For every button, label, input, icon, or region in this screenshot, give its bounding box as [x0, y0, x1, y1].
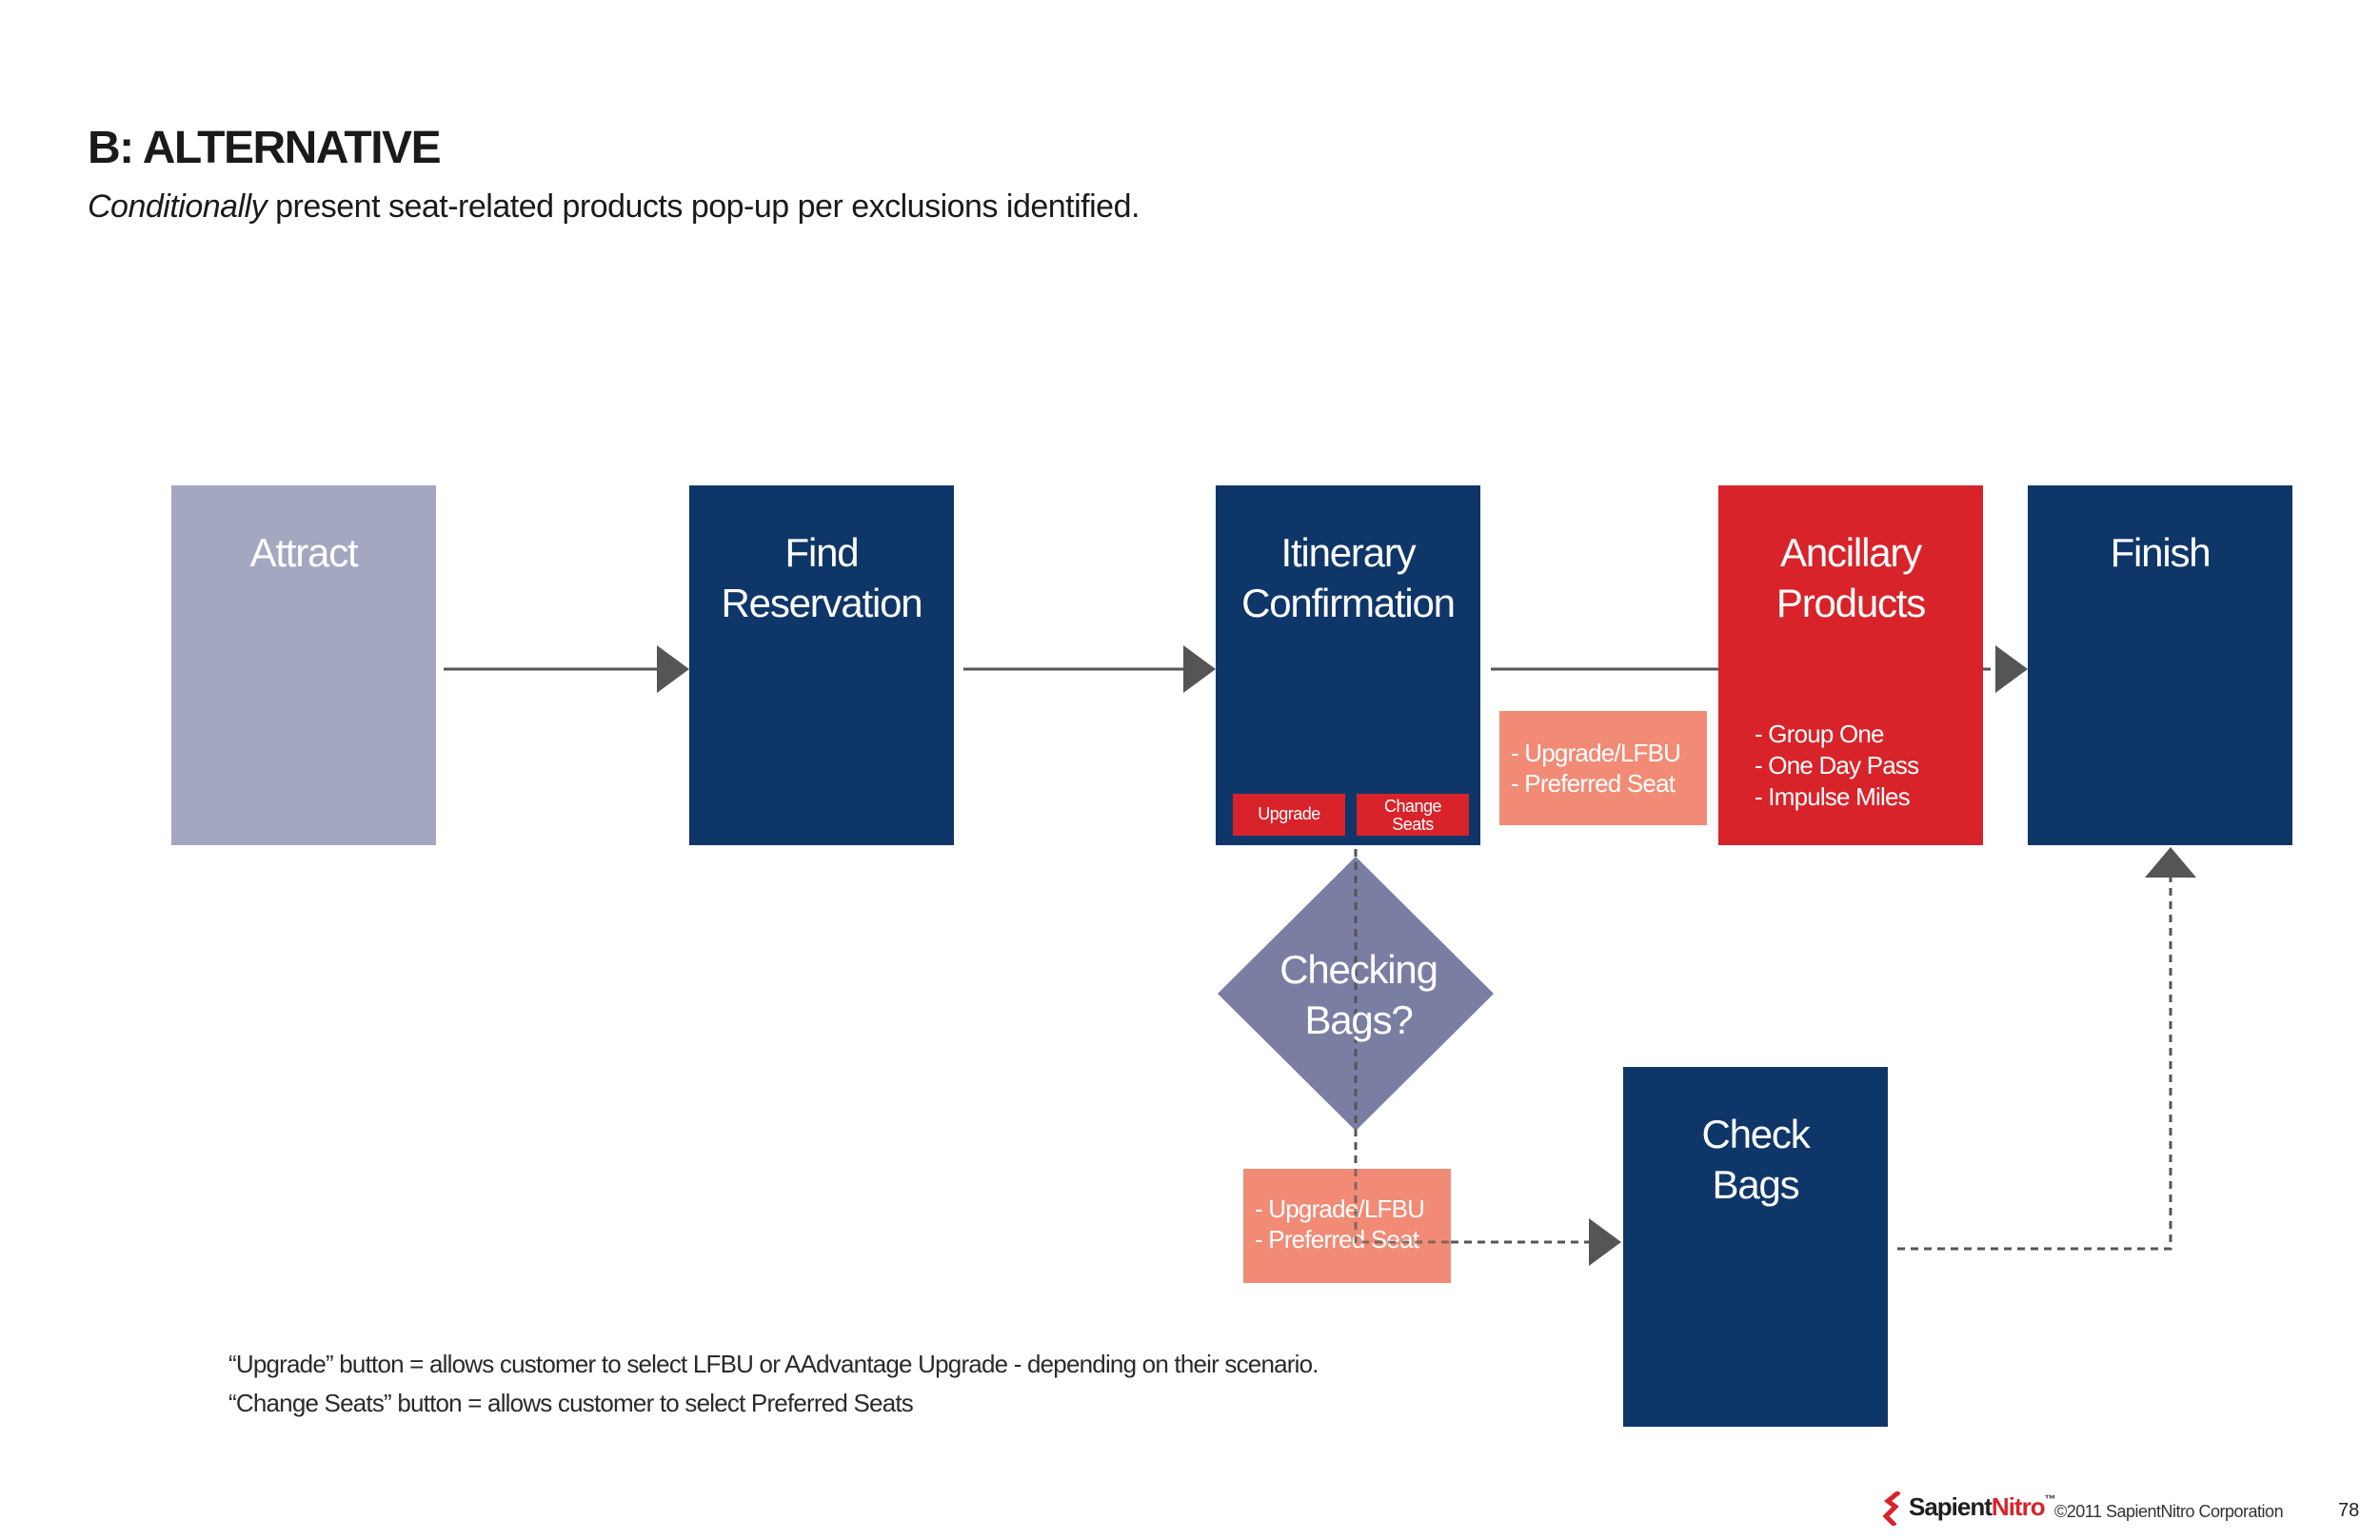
step-checkbags-label-2: Bags [1712, 1162, 1800, 1207]
step-ancillary-products: Ancillary Products - Group One - One Day… [1718, 485, 1983, 845]
page-number: 78 [2338, 1500, 2360, 1521]
subtitle-emphasis: Conditionally [88, 188, 268, 225]
sapientnitro-logo-icon [1882, 1491, 1901, 1526]
arrowhead-find [657, 645, 689, 693]
footer-logo: SapientNitro™ [1909, 1492, 2056, 1522]
popup-item: - Upgrade/LFBU [1511, 739, 1681, 767]
footnotes: “Upgrade” button = allows customer to se… [228, 1345, 1319, 1423]
ancillary-item: - One Day Pass [1755, 751, 1919, 780]
step-attract-label: Attract [249, 530, 359, 575]
step-itinerary-label-2: Confirmation [1241, 581, 1456, 625]
subtitle-text: present seat-related products pop-up per… [267, 188, 1140, 225]
footer-copyright: ©2011 SapientNitro Corporation [2054, 1502, 2284, 1521]
step-check-bags: Check Bags [1623, 1067, 1888, 1427]
step-itinerary-confirmation: Itinerary Confirmation [1216, 485, 1480, 845]
step-ancillary-label-1: Ancillary [1780, 530, 1922, 575]
logo-trademark: ™ [2044, 1492, 2056, 1506]
footnote-change-seats: “Change Seats” button = allows customer … [228, 1389, 914, 1417]
decision-label: Checking Bags? [1216, 944, 1501, 1045]
seat-products-popup-top: - Upgrade/LFBU - Preferred Seat [1499, 711, 1707, 825]
arrowhead-itinerary [1183, 645, 1216, 693]
step-ancillary-label-2: Products [1775, 581, 1926, 625]
step-finish-label: Finish [2110, 530, 2211, 575]
logo-nitro: Nitro [1991, 1492, 2046, 1521]
step-finish: Finish [2028, 485, 2292, 845]
change-seats-button[interactable]: Change Seats [1357, 794, 1469, 836]
step-find-label-2: Reservation [721, 581, 923, 625]
logo-sapient: Sapient [1909, 1492, 1993, 1521]
decision-label-2: Bags? [1304, 997, 1413, 1042]
popup-item: - Upgrade/LFBU [1255, 1194, 1425, 1223]
change-seats-label-2: Seats [1392, 815, 1434, 834]
ancillary-items-list: - Group One - One Day Pass - Impulse Mil… [1755, 719, 1919, 813]
arrowhead-checkbags [1589, 1218, 1621, 1266]
step-find-label-1: Find [784, 530, 860, 575]
seat-products-popup-bottom: - Upgrade/LFBU - Preferred Seat [1243, 1169, 1451, 1283]
step-attract: Attract [171, 485, 436, 845]
arrowhead-finish-bottom [2145, 847, 2196, 878]
page-subtitle: Conditionally present seat-related produ… [88, 188, 1140, 226]
popup-item: - Preferred Seat [1511, 769, 1676, 798]
arrowhead-finish [1995, 645, 2028, 693]
step-find-reservation: Find Reservation [689, 485, 954, 845]
step-checkbags-label-1: Check [1701, 1112, 1810, 1156]
ancillary-item: - Impulse Miles [1755, 782, 1911, 811]
footnote-upgrade: “Upgrade” button = allows customer to se… [228, 1350, 1319, 1378]
step-itinerary-label-1: Itinerary [1280, 530, 1417, 575]
ancillary-item: - Group One [1755, 720, 1885, 748]
decision-label-1: Checking [1279, 947, 1438, 992]
upgrade-button[interactable]: Upgrade [1233, 794, 1345, 836]
change-seats-label-1: Change [1383, 797, 1442, 816]
popup-item: - Preferred Seat [1255, 1225, 1419, 1254]
decision-diamond [1218, 857, 1494, 1131]
page-title: B: ALTERNATIVE [88, 123, 442, 173]
connector-checkbags-finish [1897, 878, 2172, 1251]
